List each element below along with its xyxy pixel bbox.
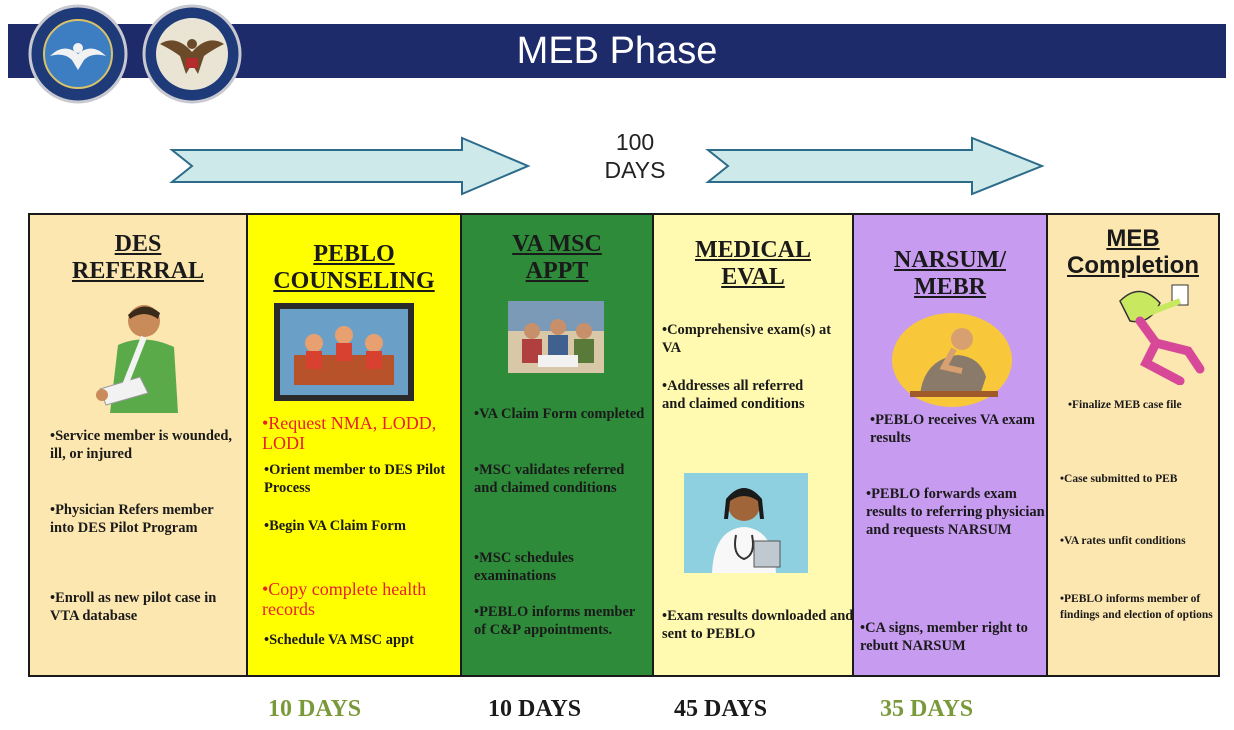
bullet: •PEBLO informs member of C&P appointment…	[474, 604, 636, 638]
timeline-total-number: 100	[615, 129, 655, 155]
doctor-icon	[684, 473, 808, 573]
bullet: •Physician Refers member into DES Pilot …	[50, 502, 214, 536]
phase-title: NARSUM/ MEBR	[894, 247, 1006, 300]
duration-label: 10 DAYS	[488, 696, 582, 722]
thinking-man-icon	[892, 313, 1012, 407]
bullet: •VA Claim Form completed	[474, 406, 645, 422]
timeline-total-unit: DAYS	[604, 157, 666, 183]
bullet: •Begin VA Claim Form	[264, 518, 406, 534]
phase-va-msc-appt: VA MSC APPT •VA Claim Form completed •MS…	[460, 213, 654, 677]
phase-title: MEB Completion	[1067, 225, 1199, 279]
page-title: MEB Phase	[516, 30, 718, 72]
bullet: •Finalize MEB case file	[1068, 399, 1182, 411]
bullet: •MSC schedules examinations	[474, 550, 574, 584]
bullet-highlight: •Request NMA, LODD, LODI	[262, 413, 437, 453]
meeting-icon	[274, 303, 414, 401]
duration-label: 45 DAYS	[674, 696, 768, 722]
bullet: •Schedule VA MSC appt	[264, 632, 414, 648]
phase-title: DES REFERRAL	[71, 231, 204, 284]
timeline-arrow-left	[169, 136, 531, 196]
bullet: •MSC validates referred and claimed cond…	[474, 462, 625, 496]
phase-title: MEDICAL EVAL	[694, 237, 811, 290]
bullet: •PEBLO informs member of findings and el…	[1060, 593, 1213, 621]
phase-peblo-counseling: PEBLO COUNSELING •Request NMA, LODD, LOD…	[246, 213, 462, 677]
group-photo-icon	[508, 301, 604, 373]
bullet: •PEBLO receives VA exam results	[870, 412, 1035, 446]
bullet-highlight: •Copy complete health records	[262, 579, 427, 619]
phase-title: PEBLO COUNSELING	[273, 241, 435, 294]
bullet: •VA rates unfit conditions	[1060, 535, 1186, 547]
timeline-total: 100 DAYS	[560, 128, 710, 184]
injured-soldier-icon	[96, 305, 178, 413]
bullet: •Orient member to DES Pilot Process	[264, 462, 446, 496]
running-man-icon	[1119, 284, 1205, 385]
bullet: •Addresses all referred and claimed cond…	[662, 378, 805, 412]
bullet: •PEBLO forwards exam results to referrin…	[866, 486, 1045, 538]
phase-title: VA MSC APPT	[512, 231, 602, 284]
phase-meb-completion: MEB Completion •Finalize MEB case file •…	[1046, 213, 1220, 677]
dod-seal-icon	[28, 4, 128, 104]
phase-medical-eval: MEDICAL EVAL •Comprehensive exam(s) at V…	[652, 213, 854, 677]
bullet: •Enroll as new pilot case in VTA databas…	[50, 590, 217, 624]
bullet: •Case submitted to PEB	[1060, 473, 1178, 485]
bullet: •Exam results downloaded and sent to PEB…	[662, 608, 854, 642]
phase-des-referral: DES REFERRAL •Service member is wounded,…	[28, 213, 248, 677]
timeline-arrow-right	[705, 136, 1045, 196]
bullet: •CA signs, member right to rebutt NARSUM	[860, 620, 1028, 654]
bullet: •Service member is wounded, ill, or inju…	[50, 428, 233, 462]
duration-label: 35 DAYS	[880, 696, 974, 722]
phase-narsum-mebr: NARSUM/ MEBR •PEBLO receives VA exam res…	[852, 213, 1048, 677]
duration-label: 10 DAYS	[268, 696, 362, 722]
va-seal-icon	[142, 4, 242, 104]
bullet: •Comprehensive exam(s) at VA	[662, 322, 832, 356]
